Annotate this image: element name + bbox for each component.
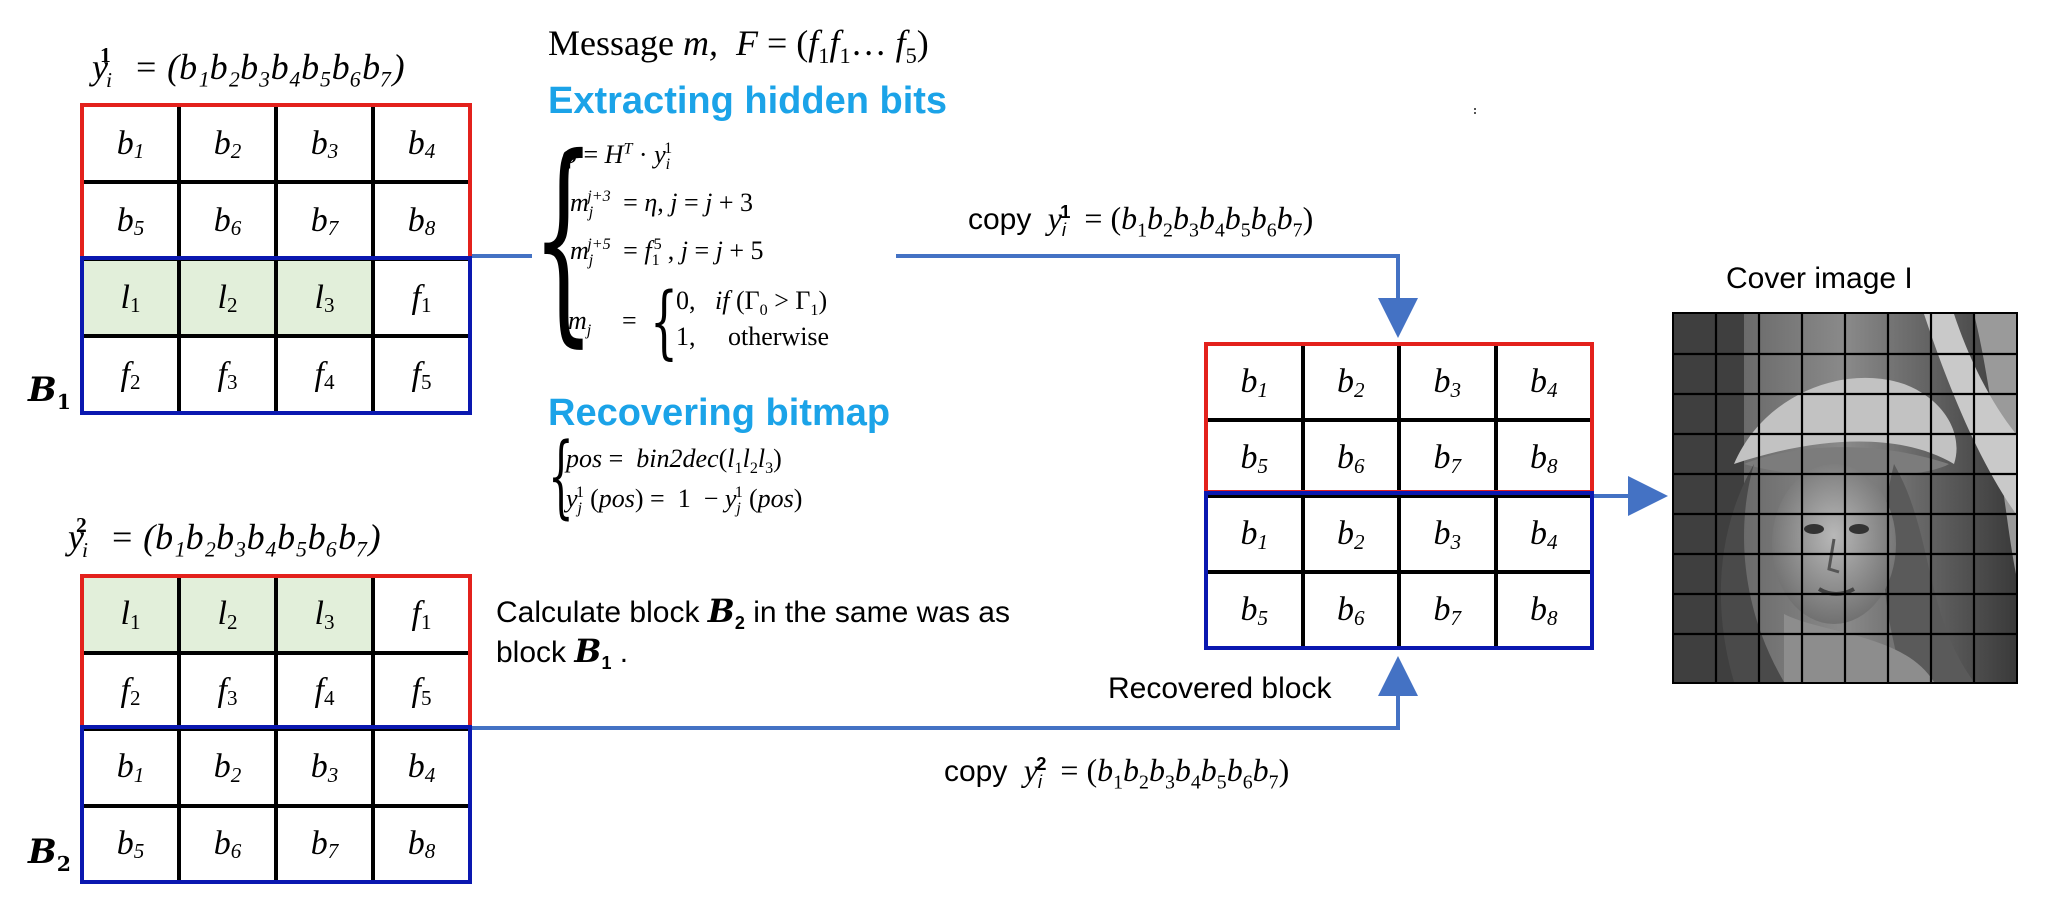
heading-recovering: Recovering bitmap xyxy=(548,392,891,434)
mj-brace: { xyxy=(650,275,678,368)
calc-text-line2: block B1 . xyxy=(496,632,629,673)
block2-title-sup: 2 xyxy=(75,513,87,537)
block2-title-y: y xyxy=(68,517,84,557)
message-label: Message xyxy=(548,23,674,63)
message-symbol: m, xyxy=(682,23,718,63)
formula-yj: yj1(pos) = 1 − yj1(pos) xyxy=(566,484,803,518)
formula-phi: φ = HT · yi1 xyxy=(562,140,673,174)
block2-title: yi2 = (b₁b₂b₃b₄b₅b₆b₇) xyxy=(68,513,381,561)
block1-title-sup: 1 xyxy=(99,43,111,67)
formula-m3: mjj+3 = η, j = j + 3 xyxy=(570,188,754,222)
heading-extracting: Extracting hidden bits xyxy=(548,80,948,122)
stray-mark xyxy=(1474,108,1479,114)
block2-title-sub: i xyxy=(81,538,88,563)
message-line: Message m, F = (f1f1… f5) xyxy=(548,23,929,69)
block2-title-rhs: = (b₁b₂b₃b₄b₅b₆b₇) xyxy=(109,517,381,557)
copy1-label: copy yi1 = (b1b2b3b4b5b6b7) xyxy=(968,200,1314,242)
block1-title: yi1 = (b₁b₂b₃b₄b₅b₆b₇) xyxy=(92,43,405,91)
calc-text-line1: Calculate block B2 in the same was as xyxy=(496,592,1010,633)
cover-title: Cover image I xyxy=(1726,262,1913,295)
block1-title-y: y xyxy=(92,47,108,87)
extract-brace: { xyxy=(532,110,595,366)
recovered-caption: Recovered block xyxy=(1108,672,1332,705)
block1-title-rhs: = (b₁b₂b₃b₄b₅b₆b₇) xyxy=(133,47,405,87)
message-formula: F xyxy=(735,23,758,63)
connector-copy1 xyxy=(896,254,1418,338)
formula-pos: pos = bin2dec(l1l2l3) xyxy=(566,444,782,478)
formula-mj-case1: 1, otherwise xyxy=(676,322,830,351)
block1-label: B1 xyxy=(28,370,71,414)
copy2-label: copy yi2 = (b1b2b3b4b5b6b7) xyxy=(944,752,1290,794)
cover-image-svg xyxy=(1674,314,2016,682)
cover-image xyxy=(1672,312,2018,684)
formula-mj-eq: = xyxy=(622,306,637,335)
block1-title-sub: i xyxy=(105,68,112,93)
block2-label: B2 xyxy=(28,832,71,876)
formula-mj: mj xyxy=(568,306,592,340)
formula-mj-case0: 0, if (Γ0 > Γ1) xyxy=(676,286,828,320)
formula-m5: mjj+5 = f15, j = j + 5 xyxy=(570,236,764,270)
recover-brace: { xyxy=(548,424,574,529)
